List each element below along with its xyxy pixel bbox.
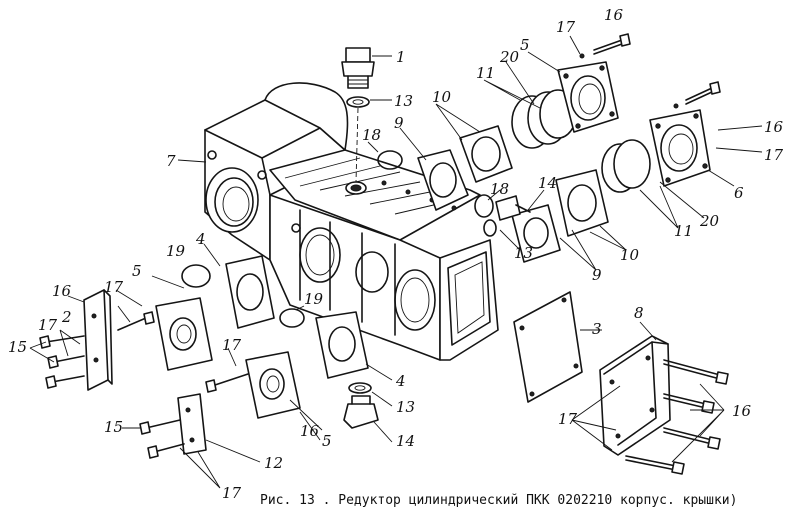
label-4b: 4	[395, 372, 406, 390]
cover-5-bottom	[245, 351, 301, 419]
sealing-washer-top	[346, 96, 370, 108]
bolt-16-top	[579, 33, 631, 59]
callout-labels: 1 13 7 18 9 10 11 20 5 17 16 16 17 6 20 …	[8, 6, 784, 502]
label-16d: 16	[52, 282, 72, 300]
label-5a: 5	[520, 36, 530, 54]
label-9b: 9	[592, 266, 602, 284]
label-16e: 16	[300, 422, 320, 440]
label-15b: 15	[104, 418, 123, 436]
label-12: 12	[264, 454, 283, 472]
washer-13-bottom	[348, 382, 372, 394]
label-1: 1	[396, 48, 406, 66]
gasket-19-left	[181, 264, 211, 288]
bolts-15-left	[39, 311, 155, 389]
label-13b: 13	[514, 244, 533, 262]
cover-plate-3	[513, 291, 583, 403]
label-3: 3	[592, 320, 602, 338]
label-5c: 5	[322, 432, 332, 450]
o-ring-18-top	[377, 150, 403, 170]
label-2: 2	[61, 308, 72, 326]
label-17d: 17	[104, 278, 124, 296]
label-11b: 11	[674, 222, 693, 240]
bolts-16-end	[625, 359, 729, 475]
label-20a: 20	[499, 48, 520, 66]
label-13a: 13	[394, 92, 413, 110]
label-17b: 17	[764, 146, 784, 164]
bolt-16-bottom	[205, 373, 249, 393]
gasket-10-top	[459, 125, 513, 183]
label-17f: 17	[222, 336, 242, 354]
cover-6-right	[649, 109, 711, 187]
leader-lines	[29, 35, 763, 489]
gasket-4-bottom	[315, 311, 369, 379]
label-17a: 17	[556, 18, 576, 36]
label-7: 7	[166, 152, 176, 170]
cover-5-left	[155, 297, 213, 371]
gasket-4-left	[225, 255, 275, 329]
bracket-12	[177, 393, 207, 455]
drain-plug-14	[343, 395, 379, 429]
label-16a: 16	[604, 6, 624, 24]
bolt-16-right	[673, 81, 721, 109]
label-17c: 17	[558, 410, 578, 428]
figure-caption: Рис. 13 . Редуктор цилиндрический ПКК 02…	[260, 493, 737, 508]
label-19a: 19	[166, 242, 186, 260]
gasket-9-top	[417, 149, 469, 211]
housing-bore-front-1	[299, 227, 341, 283]
label-18a: 18	[362, 126, 381, 144]
label-14b: 14	[396, 432, 415, 450]
o-ring-18-mid	[474, 194, 497, 237]
label-17e: 17	[38, 316, 58, 334]
label-14a: 14	[538, 174, 557, 192]
gasket-19-bottom	[279, 308, 305, 328]
label-10b: 10	[620, 246, 640, 264]
label-6b: 6	[734, 184, 744, 202]
shim-11-top	[511, 89, 577, 149]
bracket-2	[83, 289, 113, 391]
label-13c: 13	[396, 398, 415, 416]
label-9a: 9	[394, 114, 404, 132]
gearbox-housing	[204, 82, 499, 361]
shim-11-right	[601, 139, 651, 193]
label-11a: 11	[476, 64, 495, 82]
end-cover-8	[599, 335, 671, 456]
inspection-cover-14	[495, 195, 561, 263]
breather-plug	[341, 47, 375, 89]
label-4a: 4	[195, 230, 206, 248]
gasket-10-right	[555, 169, 609, 237]
label-18b: 18	[490, 180, 509, 198]
label-5b: 5	[132, 262, 142, 280]
label-20b: 20	[699, 212, 720, 230]
label-19b: 19	[304, 290, 324, 308]
label-16c: 16	[732, 402, 752, 420]
label-16b: 16	[764, 118, 784, 136]
label-10a: 10	[432, 88, 452, 106]
label-15a: 15	[8, 338, 27, 356]
bolts-15-bottom	[139, 419, 185, 459]
cover-6-top	[557, 61, 619, 133]
label-8: 8	[634, 304, 644, 322]
label-17g: 17	[222, 484, 242, 502]
